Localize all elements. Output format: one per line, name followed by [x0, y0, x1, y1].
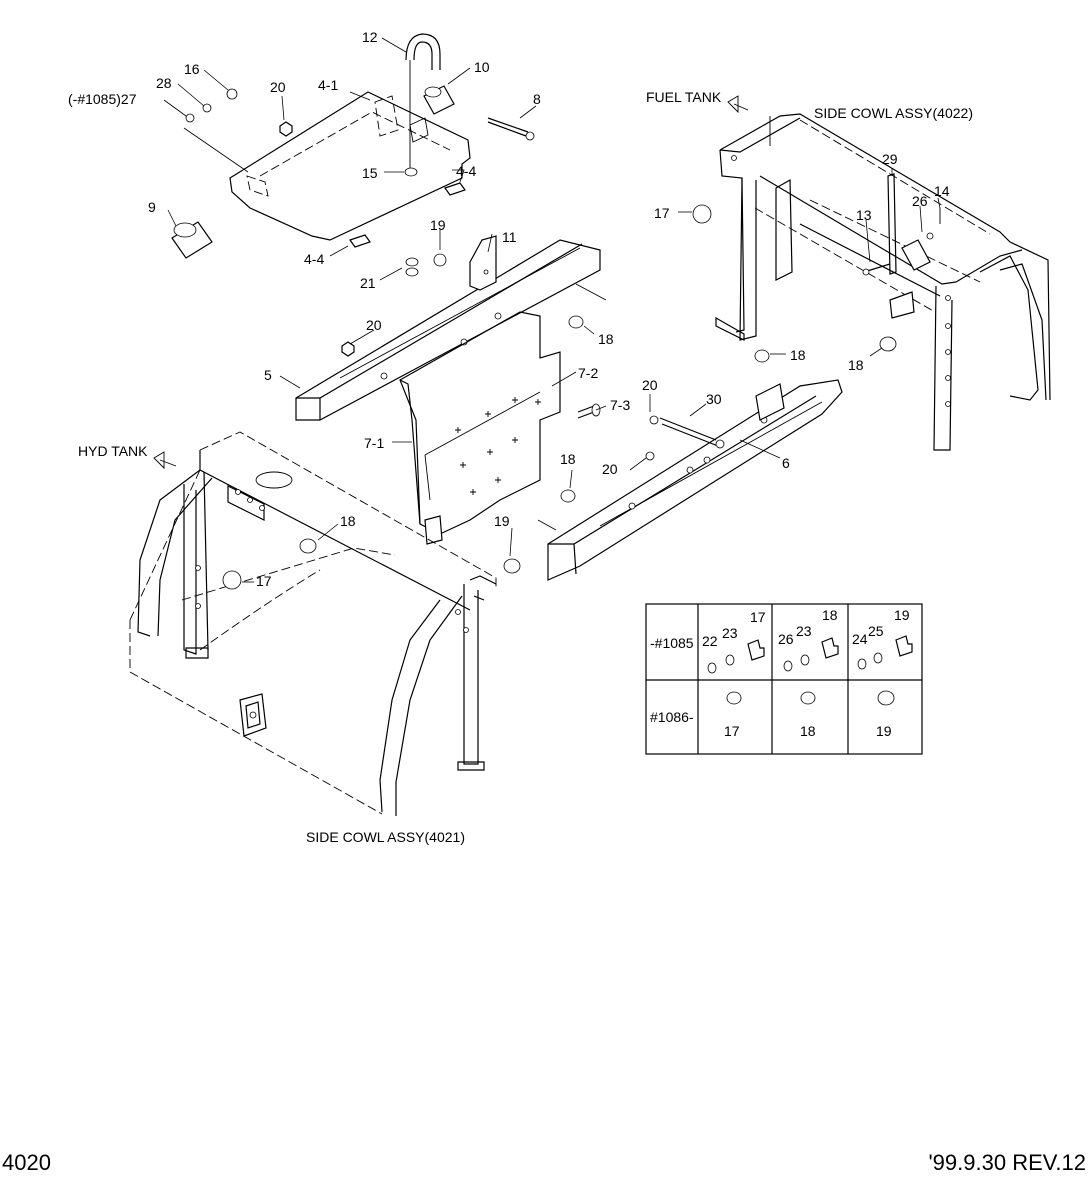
side-cowl-left-label: SIDE COWL ASSY(4021) [306, 829, 465, 845]
table-part: 25 [868, 623, 884, 639]
hyd-tank-label: HYD TANK [78, 443, 148, 459]
clip-18-cowl [879, 336, 897, 352]
side-cowl-left [129, 431, 497, 816]
bolt-19-lower [503, 558, 521, 574]
callout-numbers: 12 16 28 20 4-1 10 8 15 4-4 9 4-4 19 11 … [148, 29, 950, 589]
gas-spring-top [487, 117, 535, 141]
callout: 19 [430, 217, 446, 233]
callout: 19 [494, 513, 510, 529]
callout: 28 [156, 75, 172, 91]
nut-21 [405, 257, 419, 267]
callout: 12 [362, 29, 378, 45]
side-cowl-right-label: SIDE COWL ASSY(4022) [814, 105, 973, 121]
side-cowl-right [715, 113, 1051, 451]
serial-table: -#1085 #1086- 22 23 17 26 23 18 24 25 19… [645, 603, 923, 755]
callout: 26 [912, 193, 928, 209]
bushing-bottom [171, 221, 213, 259]
callout: 30 [706, 391, 722, 407]
callout: 16 [184, 61, 200, 77]
table-part: 23 [796, 623, 812, 639]
cover-plate [229, 91, 471, 248]
bushing-top [423, 85, 455, 115]
callout: 17 [256, 573, 272, 589]
clip-17-right [692, 204, 712, 224]
fuel-tank-label: FUEL TANK [646, 89, 722, 105]
partition-plate [399, 311, 561, 545]
gas-spring-lower [649, 415, 725, 449]
callout: 4-4 [304, 251, 324, 267]
table-part: 24 [852, 631, 868, 647]
callout: 21 [360, 275, 376, 291]
nut-20-mid [341, 341, 355, 357]
bolt-7-3 [577, 403, 601, 419]
tube [404, 33, 441, 177]
callout: 6 [782, 455, 790, 471]
table-part: 17 [724, 723, 740, 739]
callout: 20 [366, 317, 382, 333]
callout: 18 [560, 451, 576, 467]
page-number: 4020 [2, 1150, 51, 1175]
clip-18-mid [560, 489, 576, 503]
table-part: 22 [702, 633, 718, 649]
callout: 20 [642, 377, 658, 393]
table-part: 19 [894, 607, 910, 623]
revision-stamp: '99.9.30 REV.12 [928, 1150, 1086, 1175]
clip-18-right [754, 349, 770, 363]
callout: 4-4 [456, 163, 476, 179]
table-part: 18 [822, 607, 838, 623]
callout: 18 [598, 331, 614, 347]
nut-20-lower [645, 451, 655, 461]
hinge [755, 383, 785, 421]
callout: 9 [148, 199, 156, 215]
callout: 7-3 [610, 397, 630, 413]
serial-range-upper: -#1085 [650, 635, 694, 651]
callout: 7-2 [578, 365, 598, 381]
callout: 10 [474, 59, 490, 75]
nut-20-top [279, 121, 293, 137]
callout: 15 [362, 165, 378, 181]
washer-27 [185, 113, 195, 123]
callout: 5 [264, 367, 272, 383]
bracket [469, 235, 497, 291]
callout: 20 [270, 79, 286, 95]
arrow-hyd-tank [153, 451, 177, 470]
serial-note-27: (-#1085)27 [68, 91, 137, 107]
callout: 17 [654, 205, 670, 221]
callout: 11 [502, 229, 517, 245]
callout: 18 [340, 513, 356, 529]
table-part: 26 [778, 631, 794, 647]
clip-17-left [222, 570, 242, 590]
callout: 18 [848, 357, 864, 373]
callout: 8 [533, 91, 541, 107]
callout: 29 [882, 151, 898, 167]
washer-26 [926, 232, 934, 240]
callout: 7-1 [364, 435, 384, 451]
cross-member-right [547, 379, 843, 581]
bolt-19-top [433, 253, 447, 267]
washer-28 [202, 103, 212, 113]
washer-21 [405, 267, 419, 277]
leader-lines [163, 37, 941, 583]
table-part: 23 [722, 625, 738, 641]
callout: 20 [602, 461, 618, 477]
serial-range-lower: #1086- [650, 709, 694, 725]
partition-marks [455, 397, 541, 495]
clip-18-top [568, 315, 584, 329]
cross-member-left [295, 239, 601, 421]
arrow-fuel-tank [727, 95, 749, 114]
callout: 13 [856, 207, 872, 223]
table-part: 19 [876, 723, 892, 739]
bolt-16 [226, 88, 238, 100]
callout: 4-1 [318, 77, 338, 93]
clip-18-left [299, 538, 317, 554]
callout: 18 [790, 347, 806, 363]
table-part: 18 [800, 723, 816, 739]
table-part: 17 [750, 609, 766, 625]
callout: 14 [934, 183, 950, 199]
